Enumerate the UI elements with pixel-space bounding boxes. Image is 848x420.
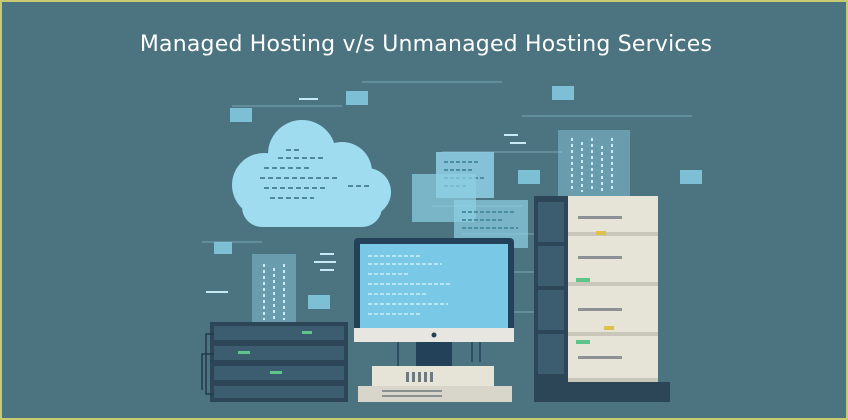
floating-blocks — [214, 86, 702, 309]
monitor-icon — [354, 238, 514, 402]
server-tower-icon — [534, 196, 670, 402]
cloud-icon — [232, 120, 391, 227]
banner-title: Managed Hosting v/s Unmanaged Hosting Se… — [139, 32, 713, 57]
server-rack-icon — [201, 322, 348, 402]
data-panel-icon — [252, 130, 630, 324]
floating-dashes — [206, 98, 526, 293]
